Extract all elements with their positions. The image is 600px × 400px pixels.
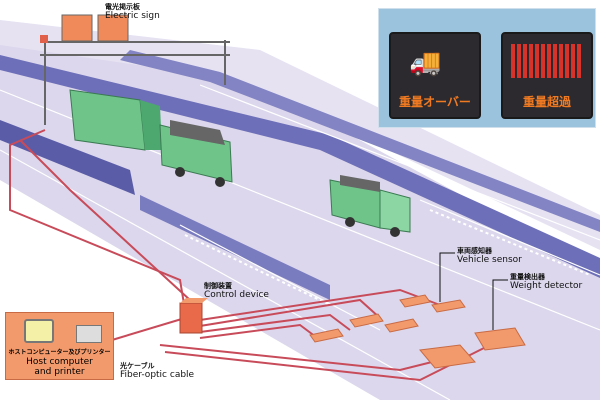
computer-icon — [24, 319, 54, 343]
sign-text: 重量オーバー — [399, 95, 471, 109]
weight-detector-plate — [419, 344, 476, 369]
rumble-strips — [184, 209, 591, 306]
truck — [329, 175, 411, 237]
median-strip — [120, 50, 600, 232]
weight-detector-label: 重量検出器 Weight detector — [510, 273, 582, 291]
control-device-label-en: Control device — [204, 290, 269, 300]
fiber-optic-cable — [9, 129, 491, 382]
control-device-label: 制御装置 Control device — [204, 282, 269, 300]
host-label-en-1: Host computer — [26, 357, 93, 367]
fiber-optic-label-jp: 光ケーブル — [120, 362, 155, 370]
vehicle-sensor-label-jp: 車両感知器 — [457, 247, 492, 255]
loaded-truck-icon — [511, 44, 581, 78]
host-label-jp: ホストコンピューター及びプリンター — [8, 349, 111, 356]
sign-photo: 🚚 重量オーバー 重量超過 — [378, 8, 596, 128]
printer-icon — [76, 325, 102, 343]
sign-text: 重量超過 — [522, 95, 571, 109]
shoulder-wall — [140, 195, 330, 300]
sign-overweight: 重量超過 — [501, 32, 593, 119]
shoulder-wall — [0, 120, 135, 195]
weight-detector-label-jp: 重量検出器 — [510, 273, 545, 281]
fiber-optic-label: 光ケーブル Fiber-optic cable — [120, 362, 194, 380]
host-computer-box: ホストコンピューター及びプリンター Host computer and prin… — [5, 312, 114, 380]
median-strip — [0, 55, 600, 278]
control-device — [179, 298, 208, 334]
sign-gantry — [40, 40, 230, 125]
host-label-en-2: and printer — [34, 367, 85, 377]
elephant-truck-icon: 🚚 — [409, 48, 442, 78]
electric-sign-label-en: Electric sign — [105, 11, 160, 21]
sign-weight-over: 🚚 重量オーバー — [389, 32, 481, 119]
fiber-optic-label-en: Fiber-optic cable — [120, 370, 195, 380]
loop-sensors — [309, 294, 466, 343]
control-device-label-jp: 制御装置 — [204, 282, 232, 290]
truck — [69, 89, 162, 151]
weight-detector-plate — [474, 327, 526, 351]
vehicle-sensor-label-en: Vehicle sensor — [457, 255, 522, 265]
vehicle-sensor-label: 車両感知器 Vehicle sensor — [457, 247, 522, 265]
electric-sign-label-jp: 電光掲示板 — [105, 3, 140, 11]
electric-sign-label: 電光掲示板 Electric sign — [105, 3, 160, 21]
electric-sign — [61, 14, 93, 42]
electric-sign — [97, 14, 129, 42]
truck — [159, 120, 233, 187]
weight-detector-label-en: Weight detector — [510, 281, 583, 291]
